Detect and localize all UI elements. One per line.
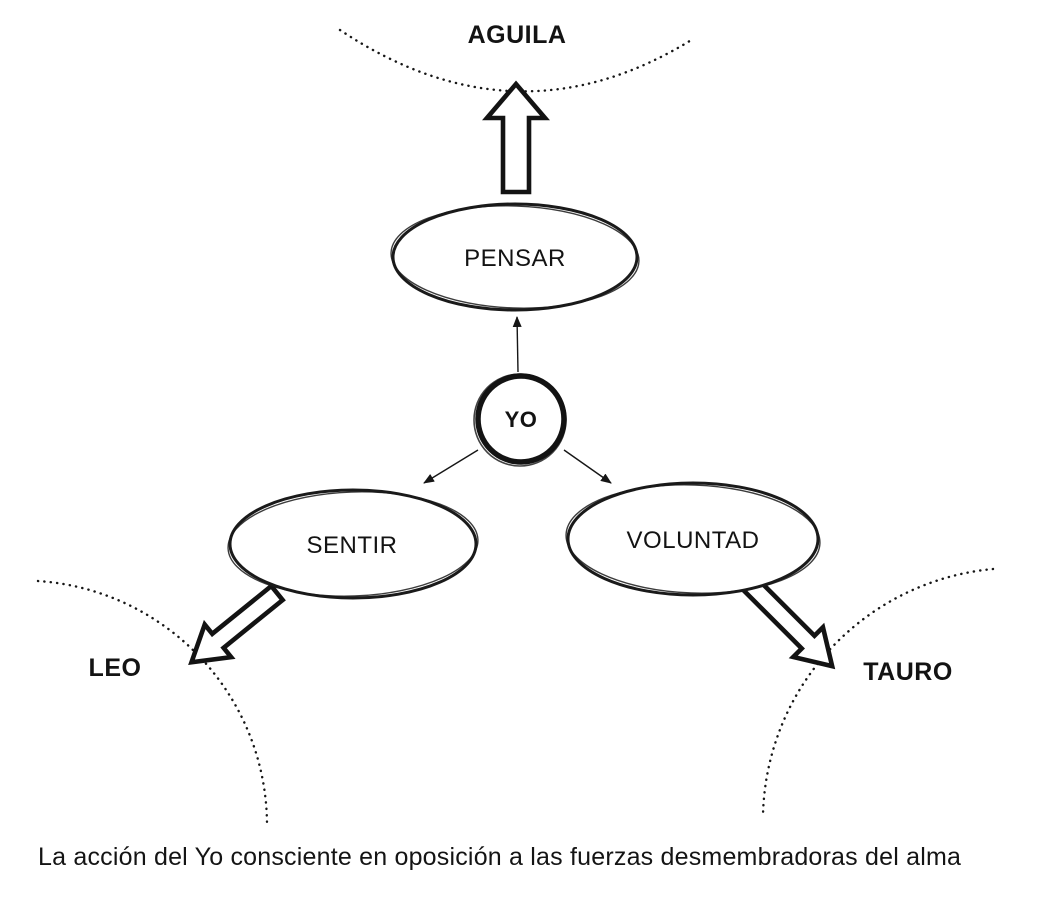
arrow-yo-to-voluntad — [563, 449, 612, 484]
node-yo-label: YO — [505, 407, 538, 432]
block-arrow-pensar-to-aguila — [482, 80, 550, 195]
label-aguila: AGUILA — [468, 21, 567, 49]
node-voluntad: VOLUNTAD — [565, 481, 821, 597]
arc-tauro-region — [761, 567, 995, 817]
arrow-yo-to-sentir — [423, 449, 479, 484]
node-pensar: PENSAR — [390, 202, 640, 312]
arrow-yo-to-pensar — [512, 316, 522, 373]
caption: La acción del Yo consciente en oposición… — [38, 843, 962, 871]
block-arrow-sentir-to-leo — [188, 582, 286, 665]
label-tauro: TAURO — [863, 658, 953, 686]
node-sentir: SENTIR — [227, 488, 479, 600]
label-leo: LEO — [89, 654, 142, 682]
node-yo: YO — [473, 373, 567, 467]
block-arrow-voluntad-to-tauro — [738, 572, 836, 670]
node-voluntad-label: VOLUNTAD — [627, 527, 760, 554]
node-pensar-label: PENSAR — [464, 245, 566, 272]
node-sentir-label: SENTIR — [306, 532, 397, 559]
